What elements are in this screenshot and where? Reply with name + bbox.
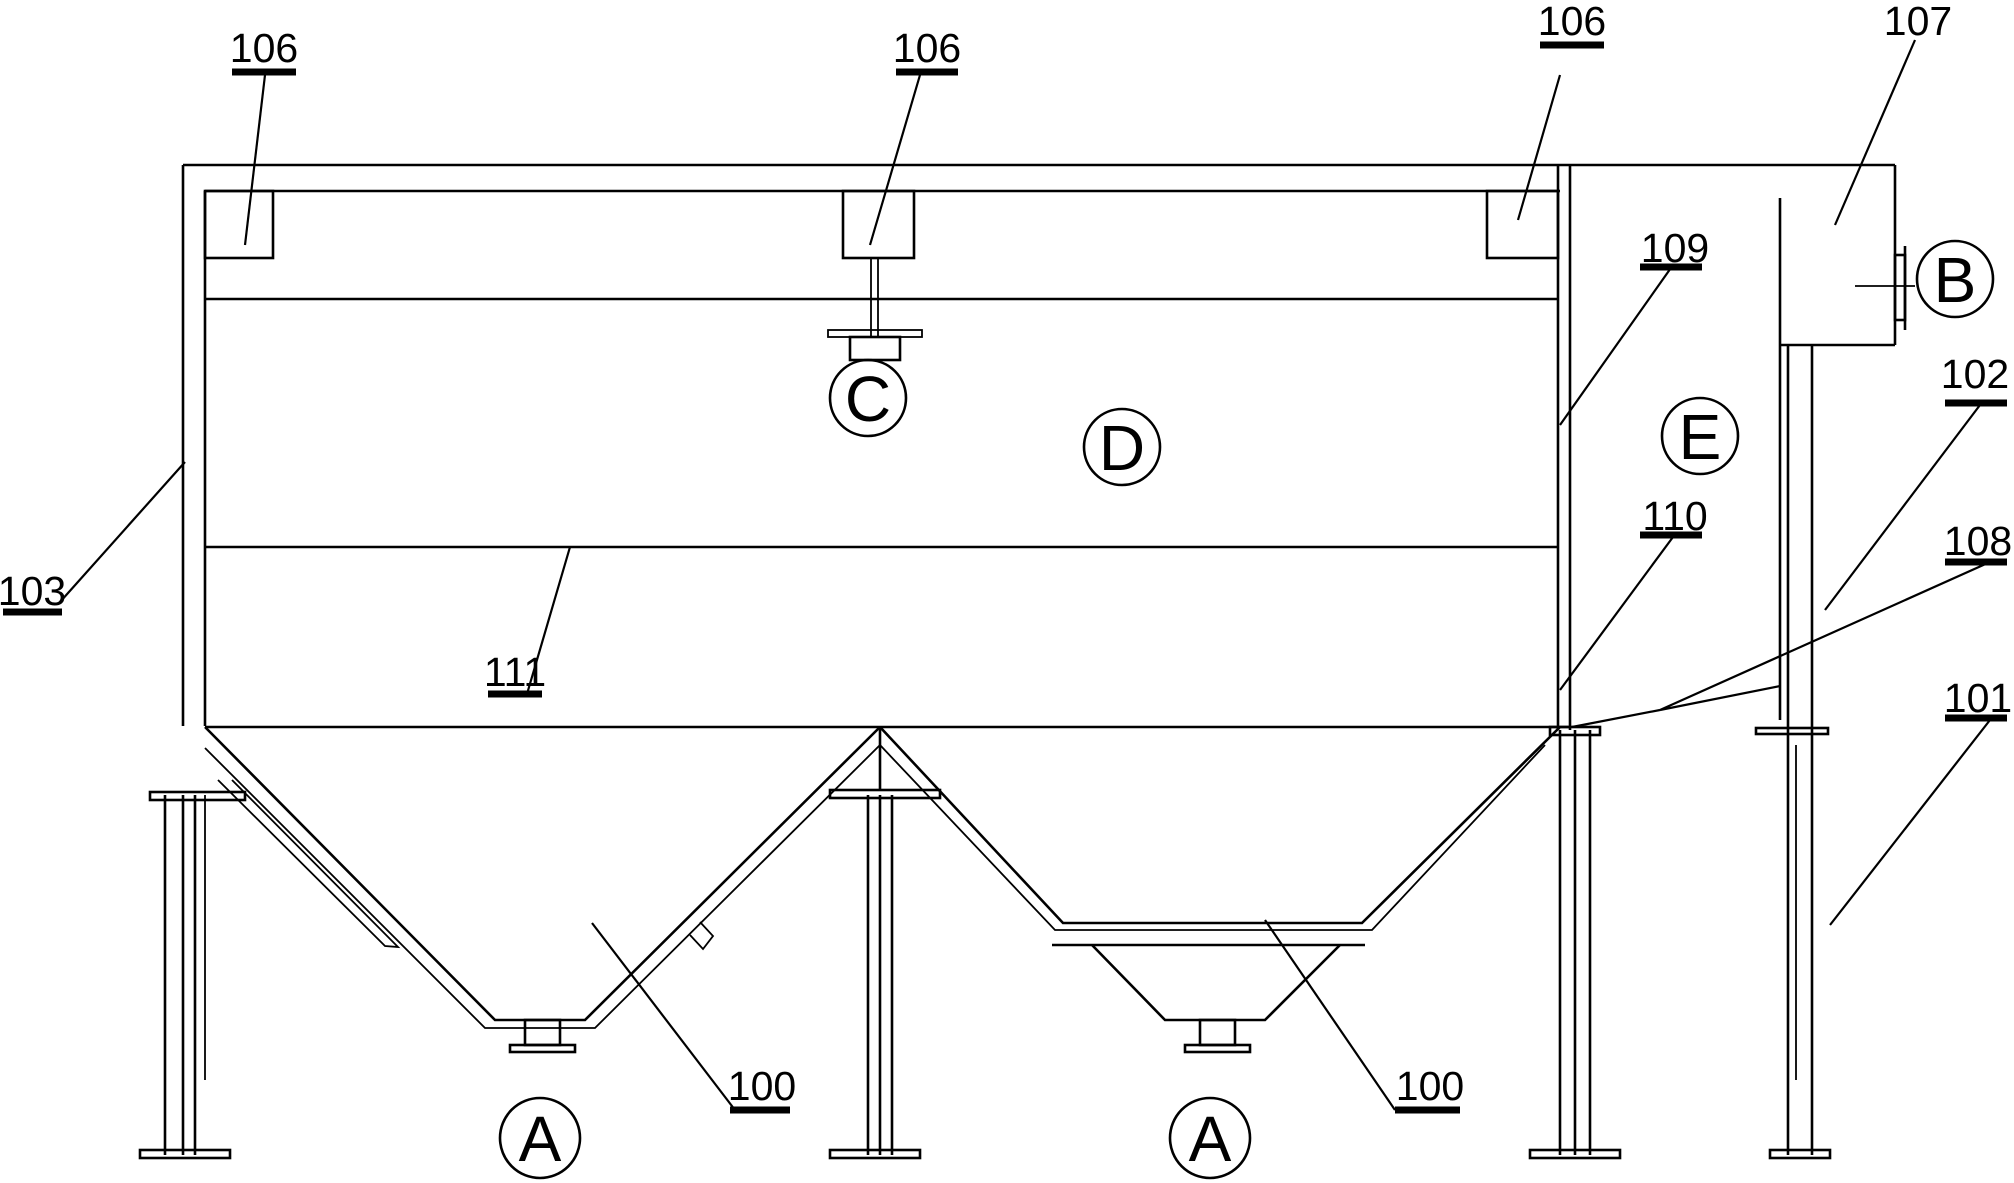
top-brackets <box>203 189 1560 260</box>
label-103: 103 <box>0 568 66 614</box>
part-labels: 106 106 106 107 109 102 103 110 108 111 … <box>0 0 2012 1114</box>
label-110: 110 <box>1642 493 1707 539</box>
hopper-right <box>879 726 1561 1054</box>
label-108: 108 <box>1944 518 2012 564</box>
svg-text:D: D <box>1099 412 1145 484</box>
zone-d: D <box>1082 407 1162 487</box>
zone-labels: A A B C D E <box>498 239 1995 1180</box>
svg-text:B: B <box>1934 244 1977 316</box>
label-106-center: 106 <box>893 25 961 71</box>
svg-text:A: A <box>519 1103 562 1175</box>
label-107: 107 <box>1884 0 1952 44</box>
zone-a-left: A <box>498 1096 582 1180</box>
svg-text:E: E <box>1679 401 1722 473</box>
right-chamber <box>1754 165 1915 1155</box>
label-106-right: 106 <box>1538 0 1606 44</box>
svg-text:A: A <box>1189 1103 1232 1175</box>
label-101: 101 <box>1944 675 2012 721</box>
zone-c: C <box>828 358 908 438</box>
nozzle-c <box>827 258 923 362</box>
zone-b: B <box>1915 239 1995 319</box>
hopper-left <box>204 726 881 1054</box>
svg-text:C: C <box>845 363 891 435</box>
label-100-right: 100 <box>1396 1063 1464 1109</box>
label-106-left: 106 <box>230 25 298 71</box>
label-102: 102 <box>1941 351 2009 397</box>
zone-a-right: A <box>1168 1096 1252 1180</box>
label-100-left: 100 <box>728 1063 796 1109</box>
tank-body <box>181 163 1895 730</box>
leader-lines <box>59 39 1991 1111</box>
label-109: 109 <box>1641 225 1709 271</box>
label-111: 111 <box>484 649 546 695</box>
zone-e: E <box>1660 396 1740 476</box>
